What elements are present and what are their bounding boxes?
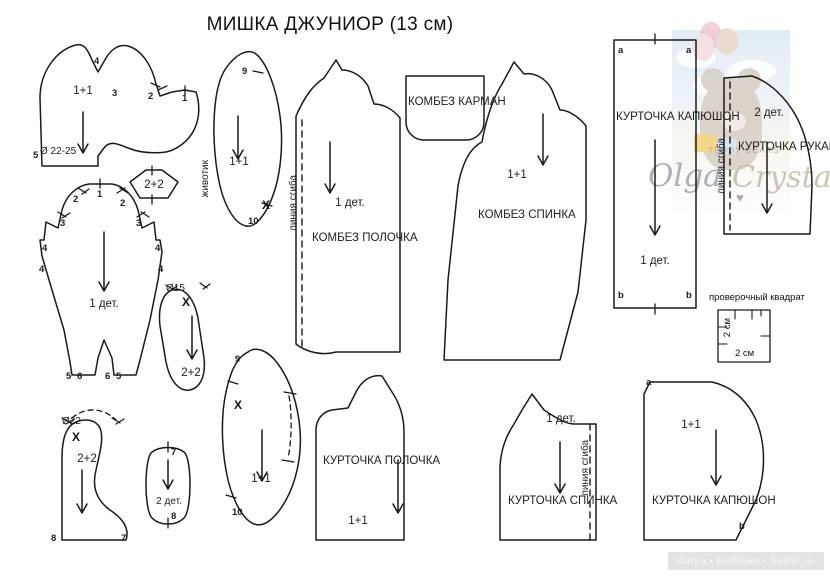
corner-hood-rect-a1: a <box>618 45 624 56</box>
piece-rukav-name: КУРТОЧКА РУКАВ <box>738 141 830 153</box>
page-title: МИШКА ДЖУНИОР (13 см) <box>206 14 454 35</box>
notch-body-5a: 5 <box>66 371 72 382</box>
test-square-caption: проверочный квадрат <box>709 292 805 303</box>
piece-rukav-fold: линия сгиба <box>716 138 727 195</box>
piece-kurtochka-spinka-qty: 1 дет. <box>546 413 576 425</box>
piece-kombez-polochka-qty: 1 дет. <box>335 197 365 209</box>
piece-rukav-qty: 2 дет. <box>754 107 784 119</box>
notch-body-4a: 4 <box>42 243 48 254</box>
piece-tummy-side-label: животик <box>200 160 211 198</box>
piece-leg-x-mark: X <box>72 430 81 444</box>
piece-arm-qty: 2+2 <box>181 367 201 379</box>
notch-body-3b: 3 <box>136 218 142 229</box>
piece-ear-qty: 2+2 <box>144 179 164 191</box>
corner-hood-rect-b2: b <box>686 290 692 301</box>
piece-kurtochka-spinka-name: КУРТОЧКА СПИНКА <box>508 495 618 507</box>
piece-leg-qty: 2+2 <box>77 453 97 465</box>
piece-kombez-spinka-name: КОМБЕЗ СПИНКА <box>478 209 576 221</box>
test-square-height: 2 см <box>722 318 733 338</box>
notch-sole-7: 7 <box>171 447 177 458</box>
piece-tummy-bottom-x-mark: X <box>234 398 243 412</box>
piece-sole-qty: 2 дет. <box>156 496 182 507</box>
notch-body-6b: 6 <box>105 371 111 382</box>
piece-body-qty: 1 дет. <box>89 298 119 310</box>
piece-arm-diameter: Ø15 <box>166 283 185 294</box>
notch-leg-8: 8 <box>51 533 57 544</box>
notch-head-1: 1 <box>182 93 188 104</box>
piece-hood-curve-qty: 1+1 <box>681 419 701 431</box>
corner-hood-rect-b1: b <box>618 290 624 301</box>
notch-body-3a: 3 <box>60 218 66 229</box>
notch-tummy-bottom-10: 10 <box>232 507 243 518</box>
piece-tummy-bottom-qty: 1+1 <box>251 473 271 485</box>
notch-body-2a: 2 <box>73 194 79 205</box>
notch-body-4c: 4 <box>155 243 161 254</box>
notch-body-1: 1 <box>97 189 103 200</box>
piece-head-diameter: Ø 22-25 <box>40 146 77 157</box>
test-square-width: 2 см <box>735 348 755 359</box>
corner-hood-curve-b: b <box>739 521 745 532</box>
notch-tummy-bottom-9: 9 <box>235 354 241 365</box>
footer-watermark: darya • Бэйбики • babiki.ru <box>667 552 824 570</box>
notch-tummy-top-9: 9 <box>242 66 248 77</box>
piece-hood-rect-qty: 1 дет. <box>640 255 670 267</box>
corner-hood-curve-a: a <box>646 377 652 388</box>
piece-kombez-polochka-name: КОМБЕЗ ПОЛОЧКА <box>312 232 418 244</box>
piece-hood-curve-name: КУРТОЧКА КАПЮШОН <box>652 495 776 507</box>
piece-tummy-top-x-mark: X <box>262 198 271 212</box>
notch-leg-7: 7 <box>121 533 127 544</box>
notch-body-6a: 6 <box>77 371 83 382</box>
piece-tummy-top-qty: 1+1 <box>229 156 249 168</box>
notch-body-4d: 4 <box>158 264 164 275</box>
notch-sole-8: 8 <box>171 511 177 522</box>
piece-kombez-polochka-fold: линия сгиба <box>288 175 299 232</box>
piece-arm-x-mark: X <box>182 295 191 309</box>
piece-hood-rect-name: КУРТОЧКА КАПЮШОН <box>616 111 740 123</box>
piece-kurtochka-spinka-fold: линия сгиба <box>580 440 591 497</box>
piece-kurtochka-polochka-qty: 1+1 <box>348 515 368 527</box>
notch-head-4: 4 <box>94 56 100 67</box>
notch-head-3: 3 <box>112 88 118 99</box>
notch-head-5: 5 <box>33 150 39 161</box>
notch-body-4b: 4 <box>39 264 45 275</box>
notch-body-5b: 5 <box>116 371 122 382</box>
notch-tummy-top-10: 10 <box>248 216 259 227</box>
piece-kombez-spinka-qty: 1+1 <box>507 169 527 181</box>
corner-hood-rect-a2: a <box>686 45 692 56</box>
piece-kombez-karman-name: КОМБЕЗ КАРМАН <box>408 96 506 108</box>
notch-body-2b: 2 <box>120 198 126 209</box>
piece-head-qty: 1+1 <box>73 85 93 97</box>
piece-leg-diameter: Ø22 <box>62 416 81 427</box>
notch-head-2: 2 <box>148 91 154 102</box>
piece-kurtochka-polochka-name: КУРТОЧКА ПОЛОЧКА <box>323 455 441 467</box>
